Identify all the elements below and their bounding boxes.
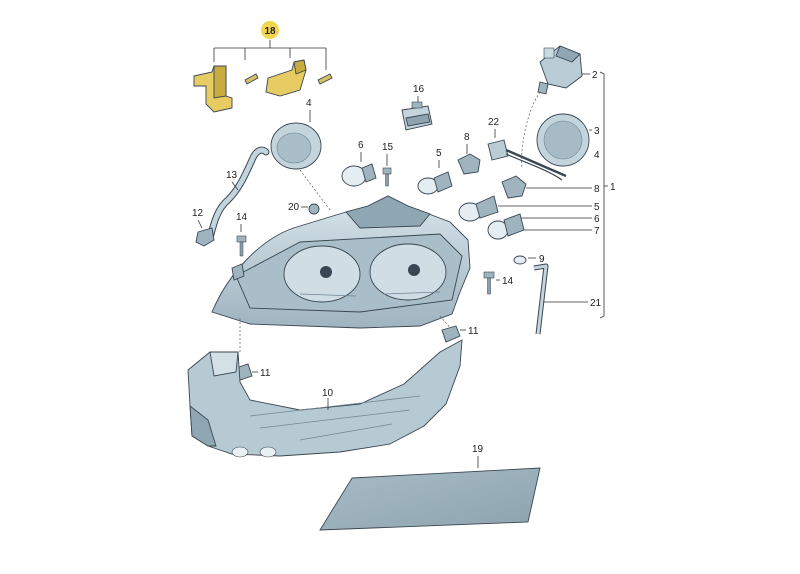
callout-2: 2 [592,70,598,81]
socket-8-upper: 8 [457,132,481,175]
callout-9: 9 [539,254,545,265]
clip-20: 20 [288,202,320,215]
nut-11-left: 11 [235,363,271,381]
hex-key-21: 21 [533,263,602,335]
actuator-2: 2 [521,45,598,169]
bulb-5-upper: 5 [417,148,453,195]
screw-15: 15 [382,142,394,187]
callout-4-right: 4 [594,150,600,161]
socket-8-right: 8 [501,175,600,199]
callout-3: 3 [594,126,600,137]
bulb-6-upper: 6 [341,140,377,187]
callout-12: 12 [192,208,204,219]
callout-1: 1 [610,182,616,193]
bulb-6-right: 6 [520,214,600,225]
callout-16: 16 [413,84,425,95]
callout-8-upper: 8 [464,132,470,143]
screw-14-right: 14 [483,271,514,295]
callout-6-right: 6 [594,214,600,225]
callout-18: 18 [264,26,276,37]
callout-7: 7 [594,226,600,237]
glass-19: 19 [319,444,541,531]
assembly-bracket-1: 1 [599,71,616,319]
callout-5-upper: 5 [436,148,442,159]
callout-5-right: 5 [594,202,600,213]
callout-14-left: 14 [236,212,248,223]
callout-13: 13 [226,170,238,181]
callout-15: 15 [382,142,394,153]
bulb-5-right: 5 [458,195,600,222]
callout-11-right: 11 [468,326,479,337]
callout-22: 22 [488,117,500,128]
screw-18a [244,73,259,85]
callout-11-left: 11 [260,368,271,379]
screw-18b [317,73,333,85]
callout-20: 20 [288,202,300,213]
connector-16: 16 [401,84,433,131]
callout-18-badge [261,21,279,39]
bulb-holder-22: 22 [487,117,567,181]
callout-6-upper: 6 [358,140,364,151]
callout-19: 19 [472,444,484,455]
cover-cap-left: 4 [270,98,331,211]
mounting-bracket-10: 10 [187,339,463,458]
callout-21: 21 [590,298,602,309]
round-cover-3: 3 4 [536,113,600,167]
bulb-9: 9 [513,254,545,265]
bracket-set-18: 18 [193,21,333,113]
headlight-housing-1 [211,195,471,354]
callout-14-right: 14 [502,276,514,287]
callout-8-right: 8 [594,184,600,195]
hose-13: 13 12 [192,146,270,247]
screw-14-left: 14 [236,212,248,257]
callout-4-left: 4 [306,98,312,109]
nut-11-right: 11 [441,325,479,343]
callout-10: 10 [322,388,334,399]
bulb-7: 7 [487,213,600,240]
